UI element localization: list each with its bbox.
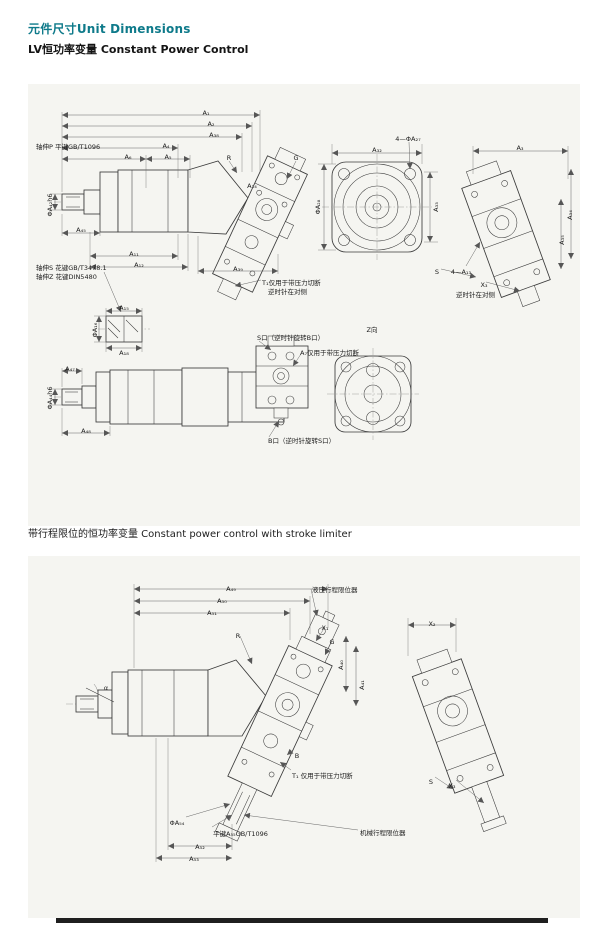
page-title-en: Unit Dimensions bbox=[76, 22, 191, 36]
section2-title: 带行程限位的恒功率变量 Constant power control with … bbox=[28, 529, 352, 540]
diagram2-panel bbox=[28, 556, 580, 918]
page-title: 元件尺寸Unit Dimensions bbox=[28, 20, 191, 37]
diagram1-panel bbox=[28, 84, 580, 526]
footer-bar bbox=[56, 918, 548, 923]
lv-constant-power-drawing bbox=[50, 110, 574, 440]
page-title-zh: 元件尺寸 bbox=[28, 22, 77, 36]
page-subtitle: LV恒功率变量 Constant Power Control bbox=[28, 43, 249, 56]
stroke-limiter-drawing bbox=[66, 584, 507, 862]
